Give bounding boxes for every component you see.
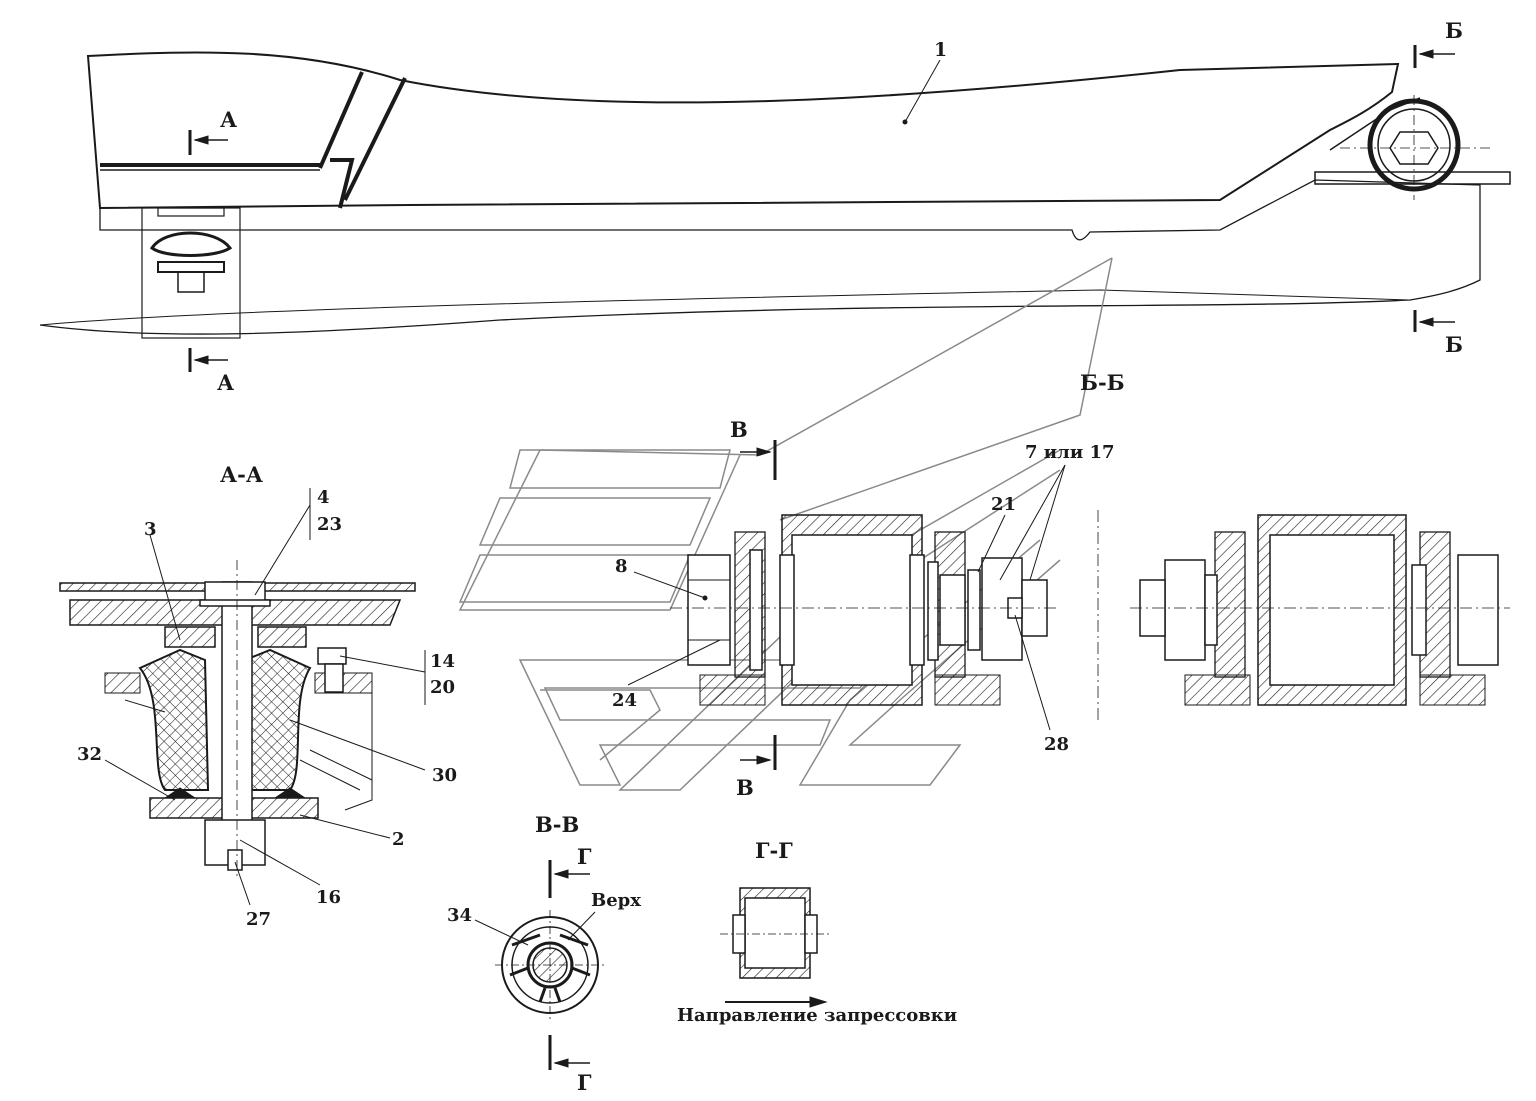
- section-gg-title: Г-Г: [755, 838, 793, 863]
- part-14-label: 14: [430, 651, 455, 672]
- part-7-or-17-label: 7 или 17: [1025, 442, 1115, 463]
- section-marks-main: [188, 45, 1455, 372]
- view-a-top-label: А: [220, 107, 237, 132]
- section-gg-drawing: [720, 887, 830, 1008]
- section-aa-title: А-А: [220, 462, 263, 487]
- section-vv-drawing: [474, 860, 605, 1070]
- part-27-label: 27: [246, 909, 271, 930]
- part-8-label: 8: [615, 556, 628, 577]
- top-marking-label: Верх: [591, 890, 641, 911]
- part-20-label: 20: [430, 677, 455, 698]
- part-23-label: 23: [317, 514, 342, 535]
- part-32-label: 32: [77, 744, 102, 765]
- rubber-mount: [138, 648, 210, 791]
- section-aa-drawing: [59, 488, 426, 906]
- part-28-label: 28: [1044, 734, 1069, 755]
- labels: А А Б Б 1 А-А 3 4 23 14 20 30 32 2 16 27…: [77, 18, 1463, 1095]
- press-direction-label: Направление запрессовки: [677, 1005, 957, 1026]
- part-4-label: 4: [317, 487, 330, 508]
- part-2-label: 2: [392, 829, 405, 850]
- view-g-top-label: Г: [577, 844, 592, 869]
- view-v-top-label: В: [730, 417, 748, 442]
- cab-panel-outline: [86, 51, 1400, 210]
- main-view: [39, 51, 1511, 339]
- section-bb-title: Б-Б: [1080, 370, 1125, 395]
- part-21-label: 21: [991, 494, 1016, 515]
- part-16-label: 16: [316, 887, 341, 908]
- part-24-label: 24: [612, 690, 637, 711]
- section-vv-title: В-В: [535, 812, 579, 837]
- view-a-bottom-label: А: [217, 370, 234, 395]
- view-v-bottom-label: В: [736, 775, 754, 800]
- part-30-label: 30: [432, 765, 457, 786]
- section-bb-drawing: [627, 440, 1510, 770]
- part-3-label: 3: [144, 519, 157, 540]
- view-g-bottom-label: Г: [577, 1070, 592, 1095]
- part-1-label: 1: [934, 39, 947, 61]
- view-b-top-label: Б: [1445, 18, 1463, 43]
- view-b-bottom-label: Б: [1445, 332, 1463, 357]
- part-34-label: 34: [447, 905, 472, 926]
